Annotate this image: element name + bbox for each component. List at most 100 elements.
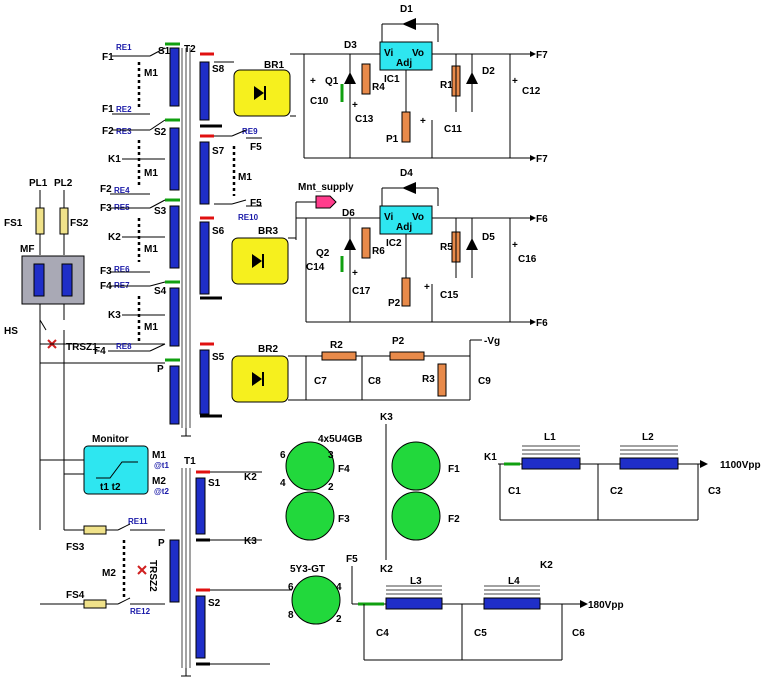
k1-label-a: K1 (108, 154, 121, 165)
d1-label: D1 (400, 4, 413, 15)
mnt-supply-label: Mnt_supply (298, 182, 354, 193)
f4-label-b: F4 (94, 346, 106, 357)
t2-s6-winding (199, 221, 210, 295)
re3-label: RE3 (116, 127, 132, 136)
fuse-fs3 (83, 525, 107, 535)
d5-label: D5 (482, 232, 495, 243)
l4-label: L4 (508, 576, 520, 587)
re10-label: RE10 (238, 213, 259, 222)
transformer-t2: T2 S1 S2 S3 S4 P S8 S7 S6 S5 (154, 42, 225, 437)
l1-label: L1 (544, 432, 556, 443)
d4-label: D4 (400, 168, 413, 179)
c11-plus: + (420, 116, 426, 127)
d3-label: D3 (344, 40, 357, 51)
c6-label: C6 (572, 628, 585, 639)
c12-plus: + (512, 76, 518, 87)
tube2-f3: F3 (338, 514, 350, 525)
pl1-label: PL1 (29, 178, 48, 189)
k3-label-a: K3 (108, 310, 121, 321)
ic1-adj: Adj (396, 58, 412, 69)
t1-s2-winding (195, 595, 206, 659)
c12-label: C12 (522, 86, 541, 97)
s4-label: S4 (154, 286, 167, 297)
ic1-vi: Vi (384, 48, 393, 59)
s3-label: S3 (154, 206, 167, 217)
monitor-m1-label: M1 (152, 450, 166, 461)
r1-label: R1 (440, 80, 453, 91)
r3-label: R3 (422, 374, 435, 385)
c9-label: C9 (478, 376, 491, 387)
monitor-label: Monitor (92, 434, 129, 445)
d2-label: D2 (482, 66, 495, 77)
re12-label: RE12 (130, 607, 151, 616)
grid-supply-section: BR2 R2 P2 -Vg C7 C8 R3 C9 (231, 336, 500, 403)
tube5-pin4: 4 (336, 582, 342, 593)
fs1-label: FS1 (4, 218, 23, 229)
m1-label-3: M1 (144, 244, 158, 255)
br2-label: BR2 (258, 344, 278, 355)
potentiometer-p2 (401, 277, 411, 307)
q1-label: Q1 (325, 76, 339, 87)
f2-label-a: F2 (102, 126, 114, 137)
c14-label: C14 (306, 262, 325, 273)
choke-l1 (521, 457, 581, 470)
re9-label: RE9 (242, 127, 258, 136)
tube1-pin6: 6 (280, 450, 286, 461)
t1-p-label: P (158, 538, 165, 549)
f1-label-b: F1 (102, 104, 114, 115)
monitor-t1t2: t1 t2 (100, 482, 121, 493)
l3-label: L3 (410, 576, 422, 587)
f7-label-a: F7 (536, 50, 548, 61)
r5-label: R5 (440, 242, 453, 253)
r6-label: R6 (372, 246, 385, 257)
resistor-r4 (361, 63, 371, 95)
t1-s1-winding (195, 477, 206, 535)
c11-label: C11 (444, 124, 462, 135)
mnt-supply-connector (315, 195, 337, 209)
k2-label-c: K2 (380, 564, 393, 575)
s7-label: S7 (212, 146, 225, 157)
f5-label-b: F5 (250, 198, 262, 209)
regulator-section-2: Mnt_supply BR3 Q2 C14 D6 + C17 R6 D4 Vi … (231, 168, 548, 329)
c15-label: C15 (440, 290, 459, 301)
k2-label-a: K2 (108, 232, 121, 243)
t1-p-winding (169, 539, 180, 603)
relay-taps-left: F1 RE1 M1 F1 RE2 F2 RE3 K1 M1 F2 RE4 F3 … (94, 43, 166, 357)
lv-filter-180: K2 L3 L4 180Vpp C4 C5 C6 (352, 560, 624, 661)
hs-label: HS (4, 326, 18, 337)
c17-label: C17 (352, 286, 371, 297)
out-180-label: 180Vpp (588, 600, 624, 611)
ic2-adj: Adj (396, 222, 412, 233)
out-1100-label: 1100Vpp (720, 460, 761, 471)
c15-plus: + (424, 282, 430, 293)
rectifier-tubes: 4x5U4GB 6 4 3 2 F4 F3 F1 F2 K3 K2 5Y3-GT… (210, 412, 460, 665)
f1-label-a: F1 (102, 52, 114, 63)
t2-s7-winding (199, 141, 210, 205)
m1-label-2: M1 (144, 168, 158, 179)
s2-label: S2 (154, 127, 167, 138)
ic2-label: IC2 (386, 238, 402, 249)
t2-s5-winding (199, 349, 210, 415)
f6-label-a: F6 (536, 214, 548, 225)
c10-label: C10 (310, 96, 329, 107)
f2-label-b: F2 (100, 184, 112, 195)
resistor-r3 (437, 363, 447, 397)
c13-label: C13 (355, 114, 374, 125)
tube4-f2: F2 (448, 514, 460, 525)
transformer-t1: T1 S1 P S2 K2 K3 (158, 456, 262, 677)
m1-label-4: M1 (144, 322, 158, 333)
re2-label: RE2 (116, 105, 132, 114)
mf-label: MF (20, 244, 34, 255)
tube1-pin4: 4 (280, 478, 286, 489)
t2-s2-winding (169, 127, 180, 191)
c16-label: C16 (518, 254, 537, 265)
m1-label-1: M1 (144, 68, 158, 79)
k3-label-b: K3 (244, 536, 257, 547)
p1-label: P1 (386, 134, 399, 145)
pl2-label: PL2 (54, 178, 73, 189)
t2-p-winding (169, 365, 180, 425)
k3-label-c: K3 (380, 412, 393, 423)
c16-plus: + (512, 240, 518, 251)
t1-primary-switching: FS3 RE11 M2 TRSZ2 FS4 RE12 (66, 517, 165, 616)
